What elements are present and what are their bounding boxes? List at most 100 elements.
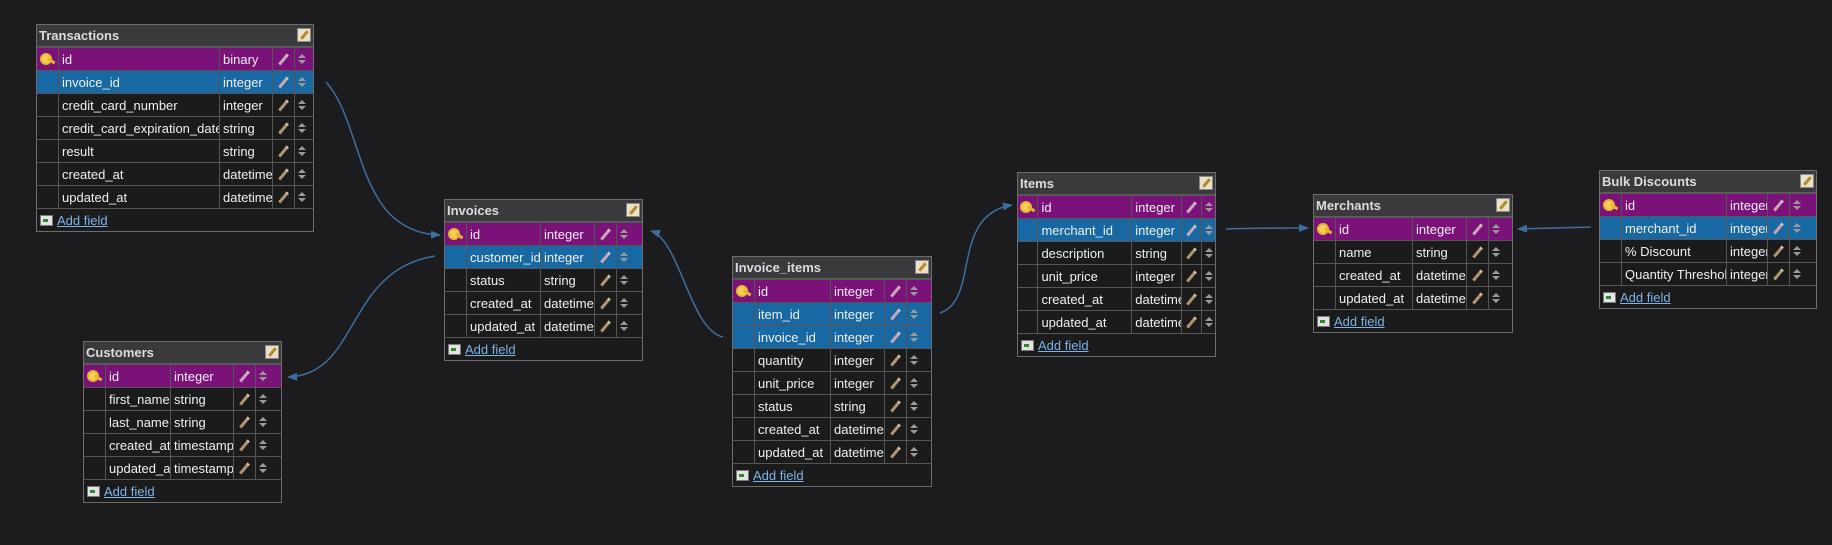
reorder-handle[interactable] xyxy=(295,163,309,185)
table-header[interactable]: Bulk Discounts xyxy=(1600,171,1816,193)
edit-table-icon[interactable] xyxy=(915,260,929,274)
edit-field-button[interactable] xyxy=(1768,240,1790,262)
reorder-handle[interactable] xyxy=(907,372,921,394)
reorder-handle[interactable] xyxy=(1790,194,1804,216)
edit-field-button[interactable] xyxy=(234,457,256,479)
add-field-icon[interactable] xyxy=(87,485,100,497)
add-field-link[interactable]: Add field xyxy=(1334,313,1385,329)
reorder-handle[interactable] xyxy=(1790,217,1804,239)
reorder-handle[interactable] xyxy=(1202,311,1215,333)
edit-field-button[interactable] xyxy=(1467,218,1489,240)
edit-field-button[interactable] xyxy=(1182,196,1203,218)
add-field-icon[interactable] xyxy=(448,343,461,355)
reorder-handle[interactable] xyxy=(1202,196,1215,218)
add-field-link[interactable]: Add field xyxy=(753,467,804,483)
edit-table-icon[interactable] xyxy=(265,345,279,359)
edit-table-icon[interactable] xyxy=(1199,176,1213,190)
edit-field-button[interactable] xyxy=(273,163,295,185)
add-field-link[interactable]: Add field xyxy=(465,341,516,357)
reorder-handle[interactable] xyxy=(295,71,309,93)
edit-field-button[interactable] xyxy=(234,365,256,387)
reorder-handle[interactable] xyxy=(617,223,631,245)
edit-field-button[interactable] xyxy=(595,315,617,337)
edit-field-button[interactable] xyxy=(1768,263,1790,285)
reorder-handle[interactable] xyxy=(1202,265,1215,287)
edit-field-button[interactable] xyxy=(885,326,907,348)
edit-field-button[interactable] xyxy=(885,418,907,440)
edit-field-button[interactable] xyxy=(595,292,617,314)
edit-field-button[interactable] xyxy=(273,71,295,93)
edit-table-icon[interactable] xyxy=(1496,198,1510,212)
reorder-handle[interactable] xyxy=(1202,219,1215,241)
edit-field-button[interactable] xyxy=(234,434,256,456)
reorder-handle[interactable] xyxy=(907,441,921,463)
edit-field-button[interactable] xyxy=(1467,287,1489,309)
edit-field-button[interactable] xyxy=(273,186,295,208)
edit-field-button[interactable] xyxy=(1467,241,1489,263)
reorder-handle[interactable] xyxy=(1790,263,1804,285)
edit-field-button[interactable] xyxy=(273,48,295,70)
reorder-handle[interactable] xyxy=(295,94,309,116)
reorder-handle[interactable] xyxy=(907,280,921,302)
edit-field-button[interactable] xyxy=(885,372,907,394)
reorder-handle[interactable] xyxy=(1489,218,1503,240)
table-header[interactable]: Items xyxy=(1018,173,1215,195)
reorder-handle[interactable] xyxy=(907,326,921,348)
edit-field-button[interactable] xyxy=(885,303,907,325)
edit-field-button[interactable] xyxy=(234,388,256,410)
edit-field-button[interactable] xyxy=(885,280,907,302)
table-header[interactable]: Customers xyxy=(84,342,281,364)
edit-table-icon[interactable] xyxy=(297,28,311,42)
reorder-handle[interactable] xyxy=(1489,264,1503,286)
reorder-handle[interactable] xyxy=(617,246,631,268)
add-field-link[interactable]: Add field xyxy=(1620,289,1671,305)
reorder-handle[interactable] xyxy=(1202,242,1215,264)
table-header[interactable]: Invoices xyxy=(445,200,642,222)
edit-field-button[interactable] xyxy=(885,395,907,417)
edit-field-button[interactable] xyxy=(273,117,295,139)
add-field-icon[interactable] xyxy=(40,214,53,226)
reorder-handle[interactable] xyxy=(256,365,270,387)
reorder-handle[interactable] xyxy=(295,117,309,139)
edit-field-button[interactable] xyxy=(595,246,617,268)
edit-field-button[interactable] xyxy=(885,349,907,371)
reorder-handle[interactable] xyxy=(907,418,921,440)
edit-field-button[interactable] xyxy=(885,441,907,463)
reorder-handle[interactable] xyxy=(1489,287,1503,309)
reorder-handle[interactable] xyxy=(907,349,921,371)
add-field-icon[interactable] xyxy=(1317,315,1330,327)
edit-field-button[interactable] xyxy=(234,411,256,433)
edit-field-button[interactable] xyxy=(273,140,295,162)
